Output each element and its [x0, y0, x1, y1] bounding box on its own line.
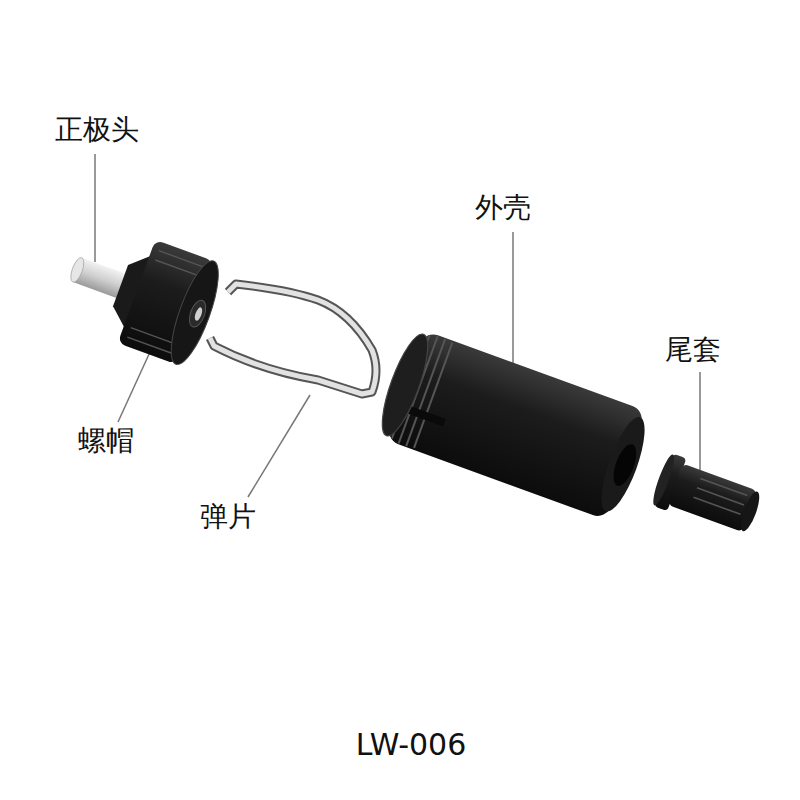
tail-sleeve: [649, 452, 765, 540]
part-name: 正极头: [55, 113, 139, 147]
part-name: 弹片: [200, 500, 256, 534]
part-name: 外壳: [475, 191, 531, 225]
outer-shell: [372, 326, 656, 524]
model-number: LW-006: [356, 727, 467, 763]
part-name: 螺帽: [78, 424, 134, 458]
part-name: 尾套: [665, 333, 721, 367]
nut-assembly: [54, 217, 228, 370]
spring-strip: [210, 284, 376, 394]
